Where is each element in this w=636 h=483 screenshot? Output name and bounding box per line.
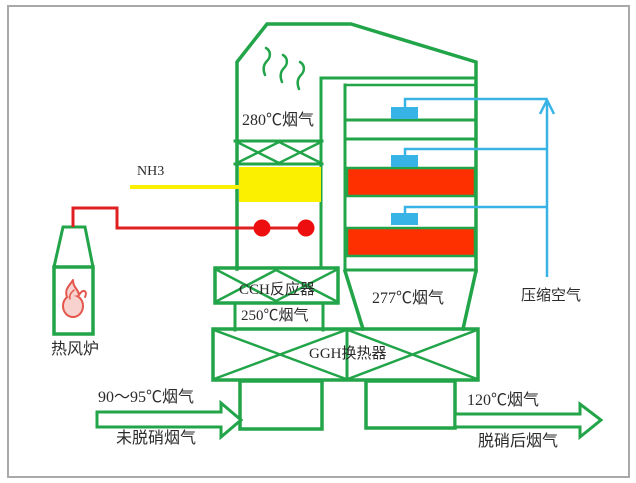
ggh-heat-exchanger-box: [211, 327, 480, 382]
soot-blower-2-icon: [391, 155, 418, 167]
label-flue-280: 280℃烟气: [242, 112, 315, 129]
label-inlet-temp: 90～95℃烟气: [98, 389, 195, 406]
label-ggh: GGH换热器: [309, 346, 387, 362]
cch-reactor-box: [213, 266, 340, 305]
tower-outline: [235, 22, 478, 273]
mixer-grid: [233, 139, 324, 166]
label-nh3: NH3: [137, 164, 165, 179]
label-outlet-name: 脱硝后烟气: [478, 433, 559, 450]
label-outlet-temp: 120℃烟气: [467, 392, 540, 409]
label-flue-250: 250℃烟气: [241, 308, 309, 324]
soot-blower-1-icon: [391, 107, 418, 119]
flame-icon: [62, 279, 87, 318]
funnel-right-wall: [460, 268, 479, 332]
plant-structure: [52, 22, 604, 441]
flue-gas-waves-icon: [262, 46, 306, 91]
label-inlet-name: 未脱硝烟气: [116, 430, 197, 447]
valve-dot-1: [253, 219, 271, 237]
hot-air-line-system: [71, 206, 315, 237]
soot-blower-3-icon: [391, 213, 418, 225]
compressed-air-arrowhead-icon: [538, 97, 556, 115]
label-furnace: 热风炉: [51, 341, 100, 358]
outlet-duct: [364, 379, 457, 430]
soot-blower-pipe-1: [403, 97, 547, 107]
funnel-left-wall: [342, 268, 366, 332]
nh3-supply-line: [130, 185, 239, 189]
label-flue-277: 277℃烟气: [372, 290, 445, 307]
valve-dot-2: [297, 219, 315, 237]
inlet-flow-arrow: [95, 399, 244, 441]
hot-air-pipe: [71, 206, 307, 230]
label-reactor-box: CCH反应器: [239, 282, 315, 298]
inlet-duct: [238, 379, 324, 431]
compressed-air-system: [391, 97, 556, 277]
catalyst-layer-1: [345, 166, 477, 198]
ammonia-injection-layer: [239, 167, 321, 202]
label-compressed-air: 压缩空气: [521, 288, 582, 304]
diagram-border: [7, 5, 630, 478]
soot-blower-pipe-2: [403, 147, 547, 155]
hot-air-furnace: [52, 225, 95, 336]
outlet-flow-arrow: [453, 400, 604, 441]
soot-blower-pipe-3: [403, 205, 547, 213]
catalyst-layer-2: [345, 226, 477, 258]
